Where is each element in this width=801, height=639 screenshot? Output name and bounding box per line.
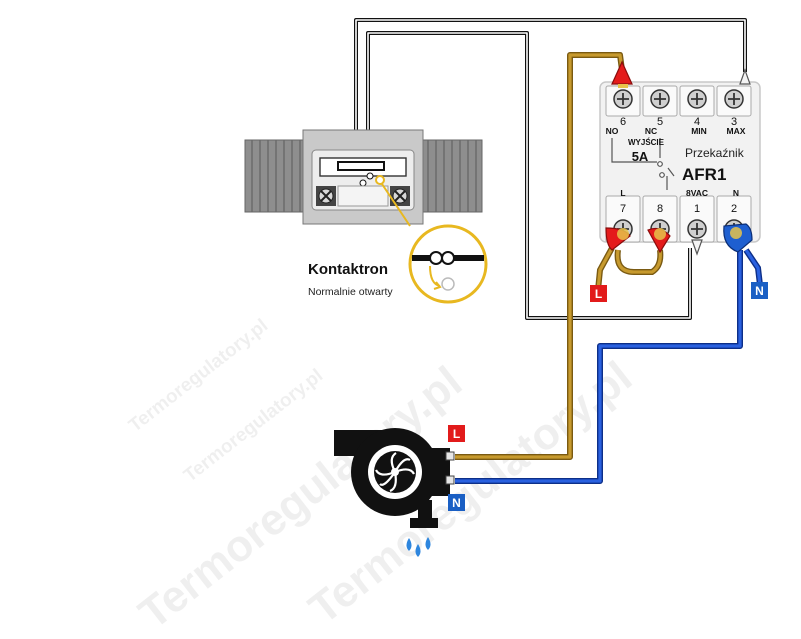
terminal-number: 8 [657,203,663,215]
screw-icon [316,186,336,206]
sensor-subtitle: Normalnie otwarty [308,286,393,298]
wiring-diagram: Kontaktron Normalnie otwarty [244,18,768,557]
relay-brand: Przekaźnik [685,146,745,160]
connector-white-icon [691,239,703,256]
terminal-number: 2 [731,203,737,215]
svg-text:L: L [595,287,602,301]
terminal-number: 5 [657,116,663,128]
terminal-number: 4 [694,116,700,128]
terminal-screw-icon [613,89,744,109]
neutral-tag: N [448,494,465,511]
output-contact-icon [611,138,675,190]
terminal-number: 7 [620,203,626,215]
pump-icon [334,428,455,528]
neutral-jumper-wire [743,248,763,286]
connector-red-icon [611,60,633,88]
terminal-label: 8VAC [686,188,708,198]
connector-blue-icon [723,223,753,253]
screw-icon [390,186,410,206]
terminal-number: 6 [620,116,626,128]
line-tag: L [448,425,465,442]
water-drops-icon [406,537,431,557]
live-wire [455,52,625,460]
terminal-label: L [620,188,625,198]
neutral-wire [455,250,743,484]
signal-wire-inner [366,31,692,320]
output-rating: 5A [632,149,649,164]
svg-text:N: N [755,284,764,298]
sensor-name: Kontaktron [308,261,388,278]
svg-text:N: N [452,496,461,510]
terminal-number: 3 [731,116,737,128]
line-tag: L [590,285,607,302]
relay-jumper-wire [595,246,664,291]
connector-white-icon [739,68,751,85]
output-label: WYJŚCIE [628,138,665,147]
relay-model: AFR1 [682,165,726,184]
relay-module: 6 5 4 3 NO NC MIN MAX WYJŚCIE 5A Przekaź… [599,81,761,243]
reed-switch-icon [408,224,488,304]
neutral-tag: N [751,282,768,299]
terminal-label: NC [645,126,657,136]
terminal-label: MAX [727,126,746,136]
terminal-label: MIN [691,126,707,136]
flow-sensor [244,129,483,227]
terminal-label: NO [606,126,619,136]
connector-red-icon [605,227,671,254]
terminal-number: 1 [694,203,700,215]
terminal-label: N [733,188,739,198]
svg-text:L: L [453,427,460,441]
signal-wire-outer [354,18,747,160]
